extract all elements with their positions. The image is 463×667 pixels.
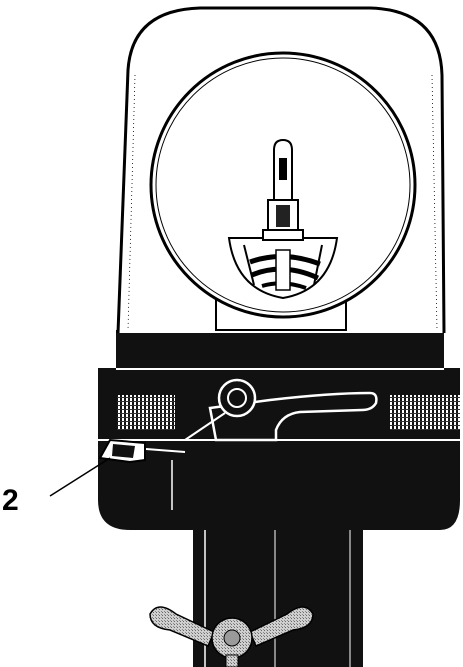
- knurled-grip-left: [117, 395, 175, 430]
- release-tab: [98, 438, 186, 510]
- knurled-grip-right: [390, 395, 460, 430]
- callout-2-leader: [49, 457, 111, 497]
- locking-lever: [184, 378, 378, 442]
- dome-inner-edge: [127, 74, 136, 331]
- callout-2-label: 2: [2, 484, 19, 517]
- callout-2: 2: [2, 457, 111, 517]
- wing-nut: [149, 606, 314, 667]
- dome-inner-edge-right: [431, 74, 438, 331]
- halogen-bulb: [262, 138, 304, 241]
- bulb-holder: [227, 237, 339, 300]
- mounting-post: [172, 520, 363, 667]
